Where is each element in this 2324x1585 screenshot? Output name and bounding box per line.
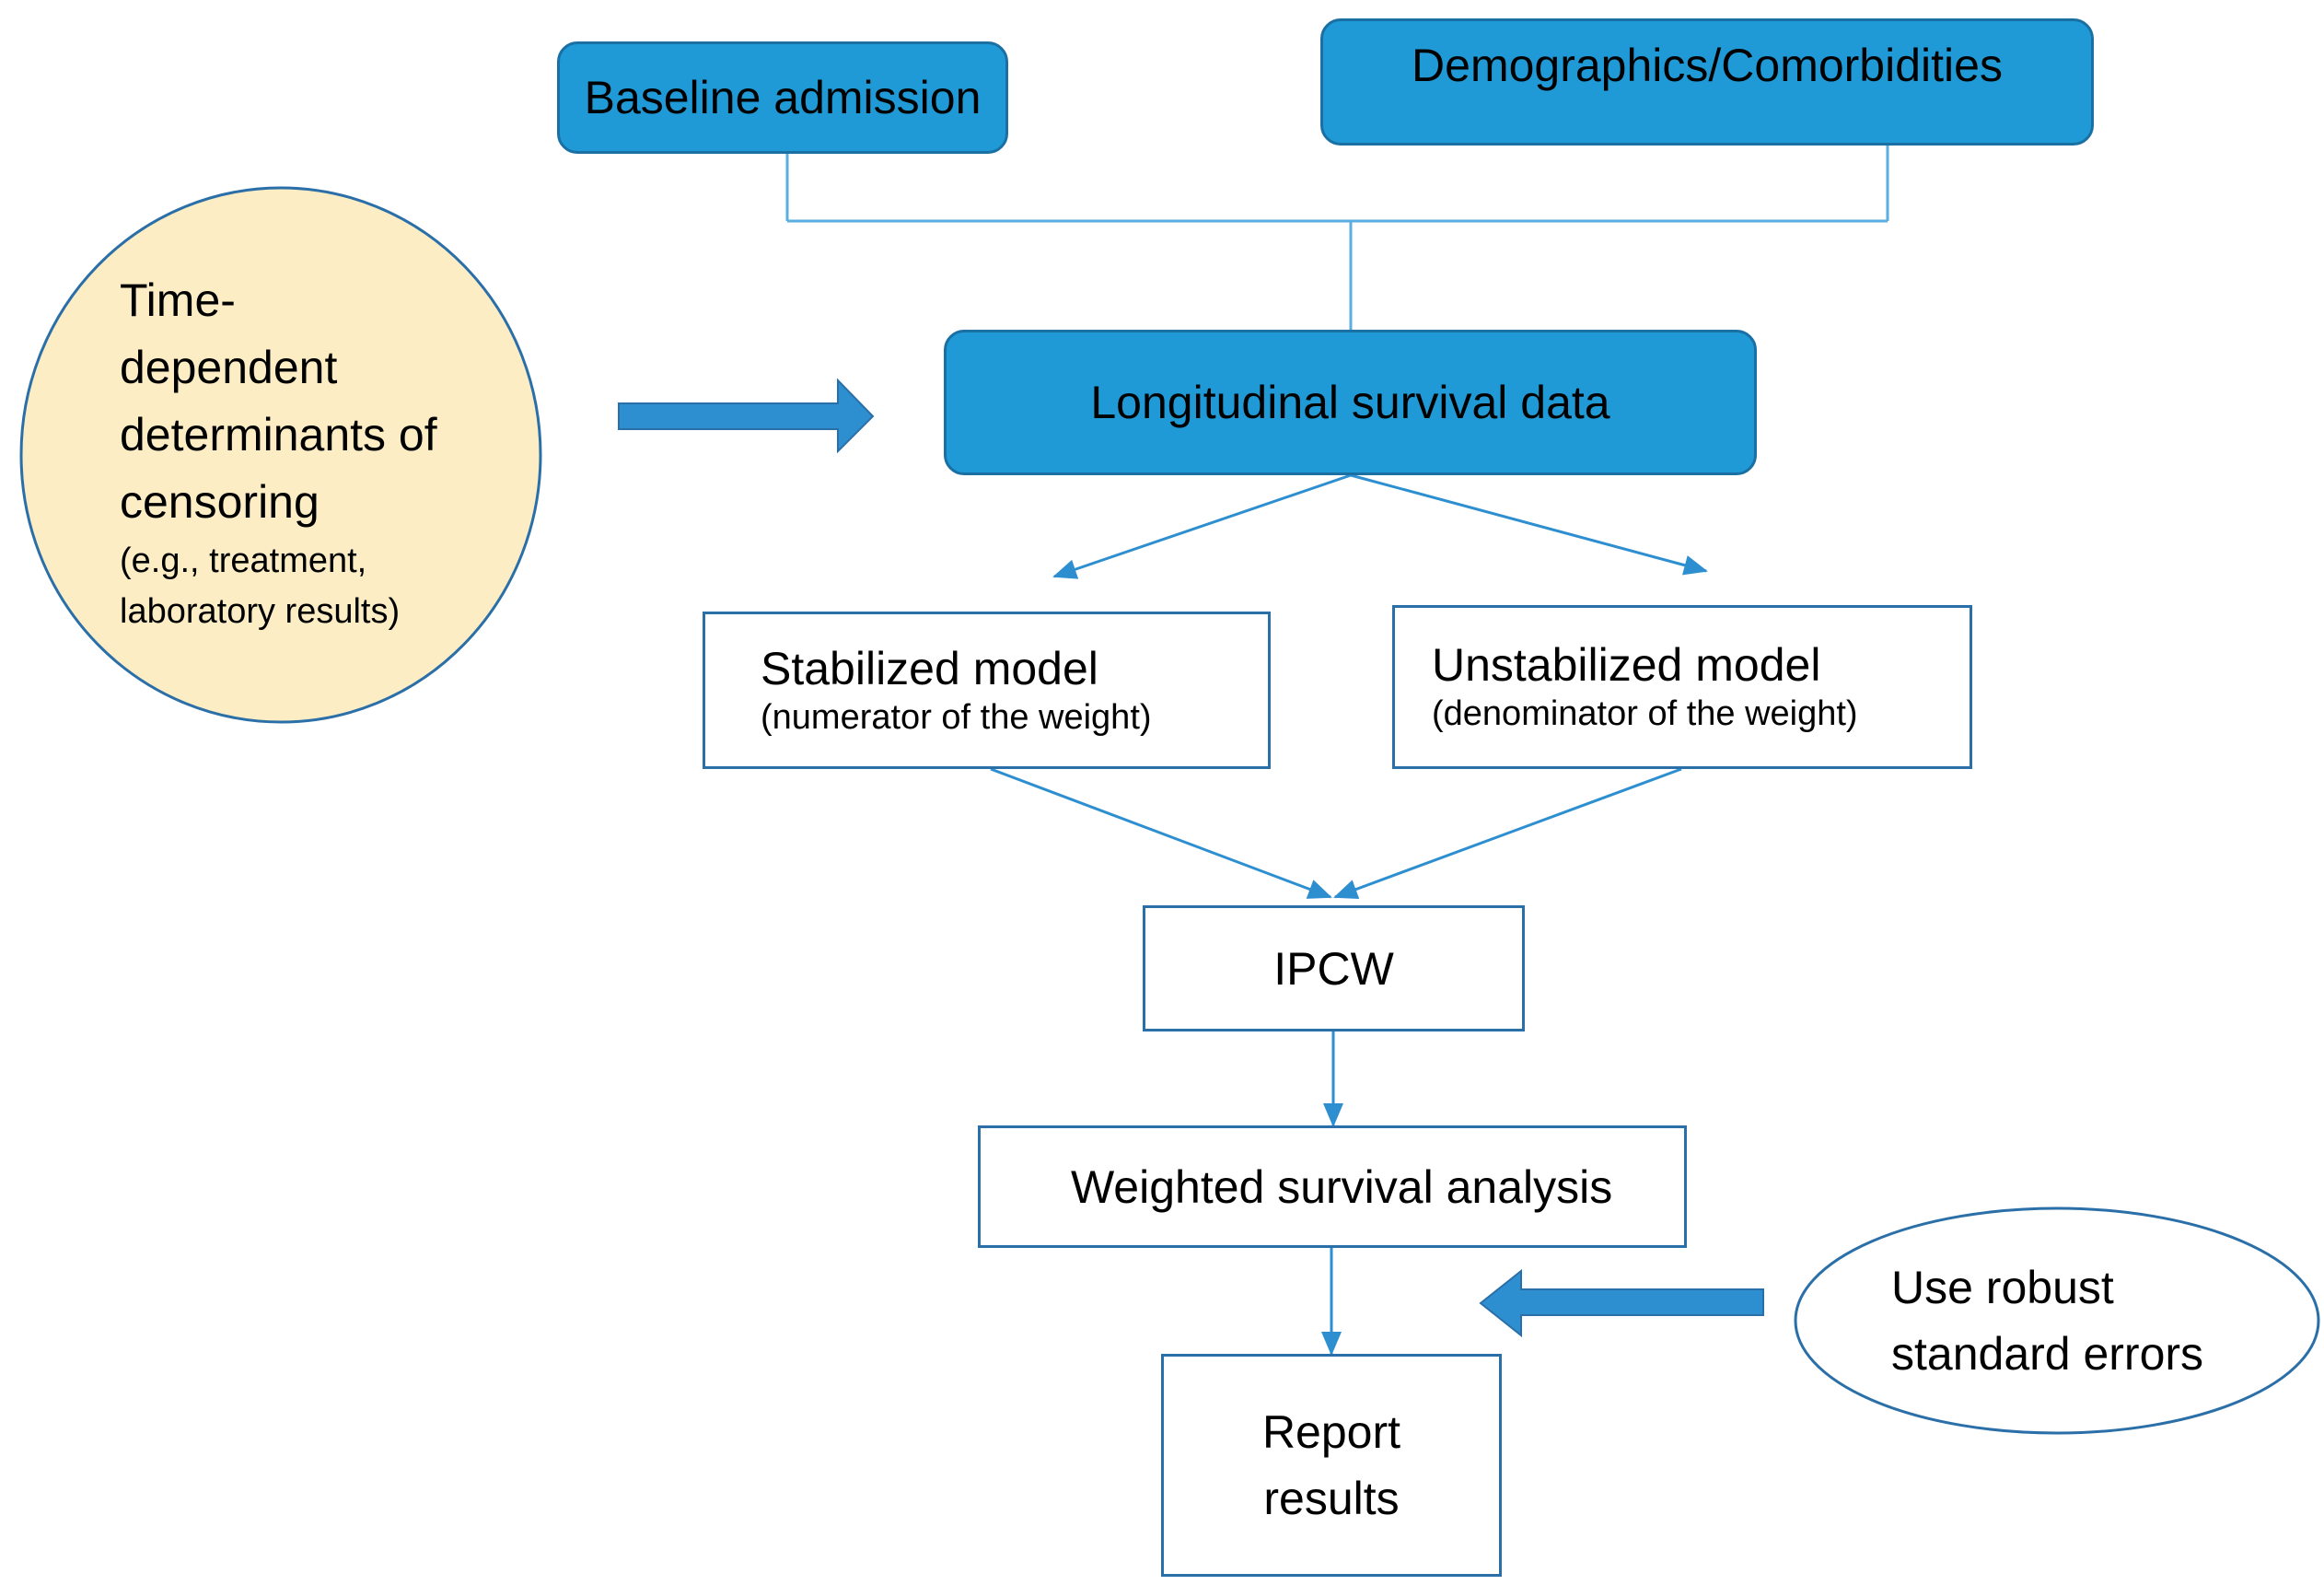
- longitudinal-data-box: Longitudinal survival data: [944, 330, 1757, 475]
- robust-errors-text: Use robust standard errors: [1891, 1247, 2296, 1394]
- robust-errors-line-2: standard errors: [1891, 1328, 2204, 1380]
- arrow-stabilized-to-ipcw: [990, 767, 1332, 899]
- time-dependent-line-3: determinants of: [120, 409, 437, 460]
- unstabilized-model-title: Unstabilized model: [1432, 639, 1821, 692]
- time-dependent-text: Time- dependent determinants of censorin…: [120, 267, 525, 654]
- time-dependent-line-2: dependent: [120, 342, 338, 393]
- report-results-line-2: results: [1263, 1473, 1400, 1524]
- time-dependent-ellipse: [19, 186, 542, 724]
- unstabilized-model-box: Unstabilized model (denominator of the w…: [1392, 605, 1972, 769]
- report-results-line-1: Report: [1261, 1406, 1401, 1458]
- weighted-analysis-label: Weighted survival analysis: [1071, 1160, 1613, 1213]
- block-arrow-left: [1479, 1268, 1764, 1338]
- time-dependent-line-1: Time-: [120, 274, 236, 326]
- merge-connector: [785, 145, 1889, 330]
- demographics-box: Demographics/Comorbidities: [1320, 18, 2094, 146]
- baseline-admission-box: Baseline admission: [557, 41, 1008, 154]
- ipcw-box: IPCW: [1143, 905, 1525, 1031]
- robust-errors-ellipse: [1794, 1206, 2320, 1435]
- baseline-admission-label: Baseline admission: [584, 72, 982, 123]
- arrow-unstabilized-to-ipcw: [1333, 767, 1682, 899]
- stabilized-model-box: Stabilized model (numerator of the weigh…: [703, 612, 1271, 769]
- report-results-box: Report results: [1161, 1354, 1502, 1577]
- stabilized-model-subtitle: (numerator of the weight): [761, 697, 1152, 737]
- time-dependent-line-4: censoring: [120, 476, 320, 528]
- time-dependent-line-6: laboratory results): [120, 592, 401, 631]
- arrow-to-stabilized: [1052, 473, 1352, 579]
- weighted-analysis-box: Weighted survival analysis: [978, 1125, 1687, 1248]
- unstabilized-model-subtitle: (denominator of the weight): [1432, 694, 1858, 734]
- stabilized-model-title: Stabilized model: [761, 642, 1098, 694]
- ipcw-label: IPCW: [1273, 942, 1394, 995]
- time-dependent-line-5: (e.g., treatment,: [120, 542, 367, 580]
- demographics-label: Demographics/Comorbidities: [1412, 40, 2003, 91]
- arrow-to-unstabilized: [1350, 473, 1708, 576]
- longitudinal-data-label: Longitudinal survival data: [1090, 377, 1610, 428]
- block-arrow-right: [618, 378, 875, 454]
- robust-errors-line-1: Use robust: [1891, 1262, 2114, 1313]
